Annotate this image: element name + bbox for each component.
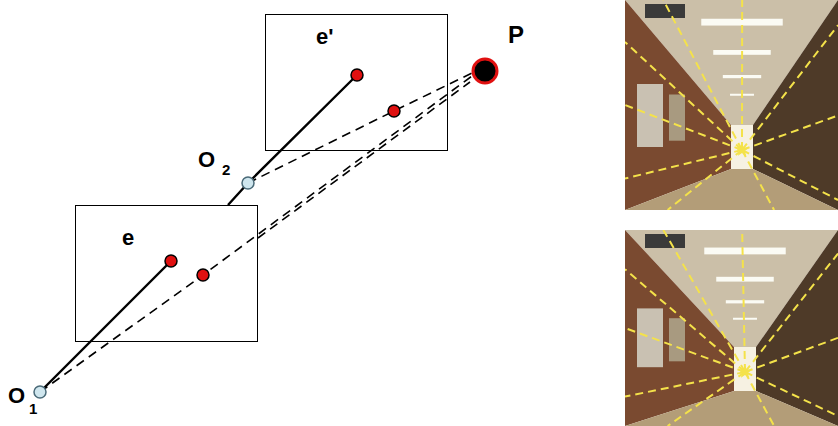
camera-label: O [8,384,25,408]
epipole-dot [165,255,177,267]
hallway-photo [625,230,838,426]
camera-center [242,177,254,189]
subscript: 1 [29,401,37,418]
camera-label: O [198,148,215,172]
image-plane: e [75,205,258,342]
epipole-dot [351,69,363,81]
projection-ray [248,73,472,183]
epipole-label: e' [316,25,333,49]
baseline [40,261,171,392]
image-plane-fill [75,205,258,342]
image-point [388,105,400,117]
hallway-photo [625,0,838,210]
projection-ray [258,82,470,238]
image-plane: e' [265,14,448,151]
subscript: 2 [222,162,230,179]
projection-ray [40,76,472,392]
world-point [473,59,497,83]
camera-center [34,386,46,398]
epipole-label: e [122,226,134,250]
baseline [228,75,357,205]
point-label: P [508,22,524,48]
image-plane-fill [265,14,448,151]
image-point [197,269,209,281]
